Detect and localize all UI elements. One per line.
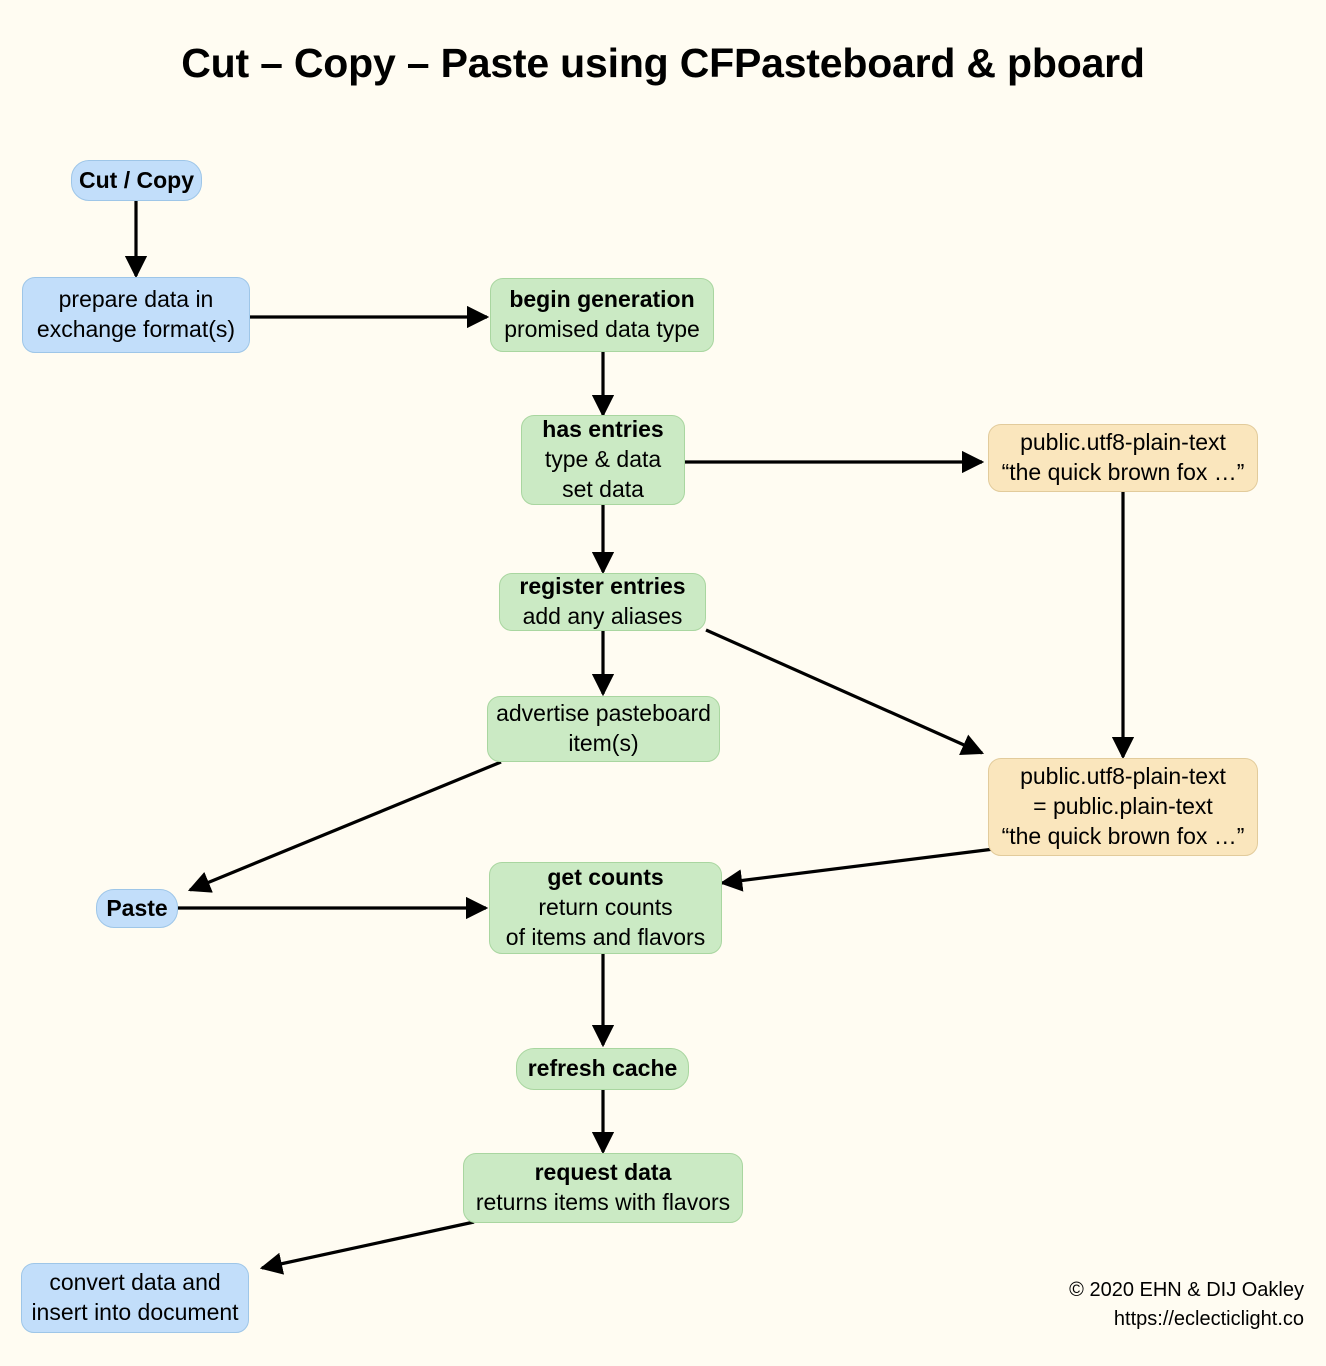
node-line: returns items with flavors (475, 1189, 731, 1215)
node-line: promised data type (504, 316, 700, 342)
node-convert-data[interactable]: convert data and insert into document (21, 1263, 249, 1333)
node-line: public.utf8-plain-text (1020, 763, 1226, 790)
node-line: “the quick brown fox …” (1001, 459, 1245, 485)
node-line: of items and flavors (505, 923, 706, 950)
node-refresh-cache[interactable]: refresh cache (516, 1048, 689, 1090)
node-line: prepare data in (58, 286, 214, 313)
copyright-credit: © 2020 EHN & DIJ Oakley https://eclectic… (1069, 1276, 1304, 1334)
node-line: insert into document (31, 1299, 239, 1325)
edge-register-entries-to-flavor-alias (705, 628, 985, 756)
node-line: Cut / Copy (79, 166, 194, 193)
edge-request-data-to-convert-data (259, 1220, 475, 1275)
node-line: return counts (538, 894, 673, 921)
node-paste[interactable]: Paste (96, 889, 178, 928)
copyright-line: © 2020 EHN & DIJ Oakley (1069, 1279, 1304, 1301)
node-line: begin generation (509, 286, 695, 313)
node-line: register entries (519, 573, 686, 600)
node-cut-copy[interactable]: Cut / Copy (71, 160, 202, 201)
node-line: item(s) (568, 730, 639, 756)
edge-advertise-to-paste (187, 760, 502, 893)
node-flavor-utf8-alias-plain-text[interactable]: public.utf8-plain-text = public.plain-te… (988, 758, 1258, 856)
node-has-entries[interactable]: has entries type & data set data (521, 415, 685, 505)
node-prepare-data[interactable]: prepare data in exchange format(s) (22, 277, 250, 353)
node-flavor-utf8-plain-text[interactable]: public.utf8-plain-text “the quick brown … (988, 424, 1258, 492)
node-line: “the quick brown fox …” (1001, 822, 1245, 849)
node-line: Paste (106, 894, 168, 921)
node-line: public.utf8-plain-text (1020, 429, 1226, 456)
edge-flavor-alias-to-get-counts (719, 847, 995, 892)
node-line: type & data (544, 446, 662, 473)
page-title: Cut – Copy – Paste using CFPasteboard & … (181, 40, 1145, 86)
website-line: https://eclecticlight.co (1113, 1308, 1304, 1330)
node-get-counts[interactable]: get counts return counts of items and fl… (489, 862, 722, 954)
node-line: convert data and (49, 1269, 221, 1296)
node-advertise-pasteboard-items[interactable]: advertise pasteboard item(s) (487, 696, 720, 762)
node-line: advertise pasteboard (496, 700, 711, 727)
node-register-entries[interactable]: register entries add any aliases (499, 573, 706, 631)
node-line: exchange format(s) (36, 316, 236, 342)
node-line: set data (562, 475, 644, 502)
node-line: add any aliases (522, 603, 683, 629)
node-line: has entries (542, 416, 664, 443)
node-line: = public.plain-text (1033, 793, 1213, 820)
node-begin-generation[interactable]: begin generation promised data type (490, 278, 714, 352)
node-line: request data (534, 1159, 672, 1186)
node-request-data[interactable]: request data returns items with flavors (463, 1153, 743, 1223)
node-line: get counts (547, 864, 664, 891)
node-line: refresh cache (527, 1055, 678, 1082)
